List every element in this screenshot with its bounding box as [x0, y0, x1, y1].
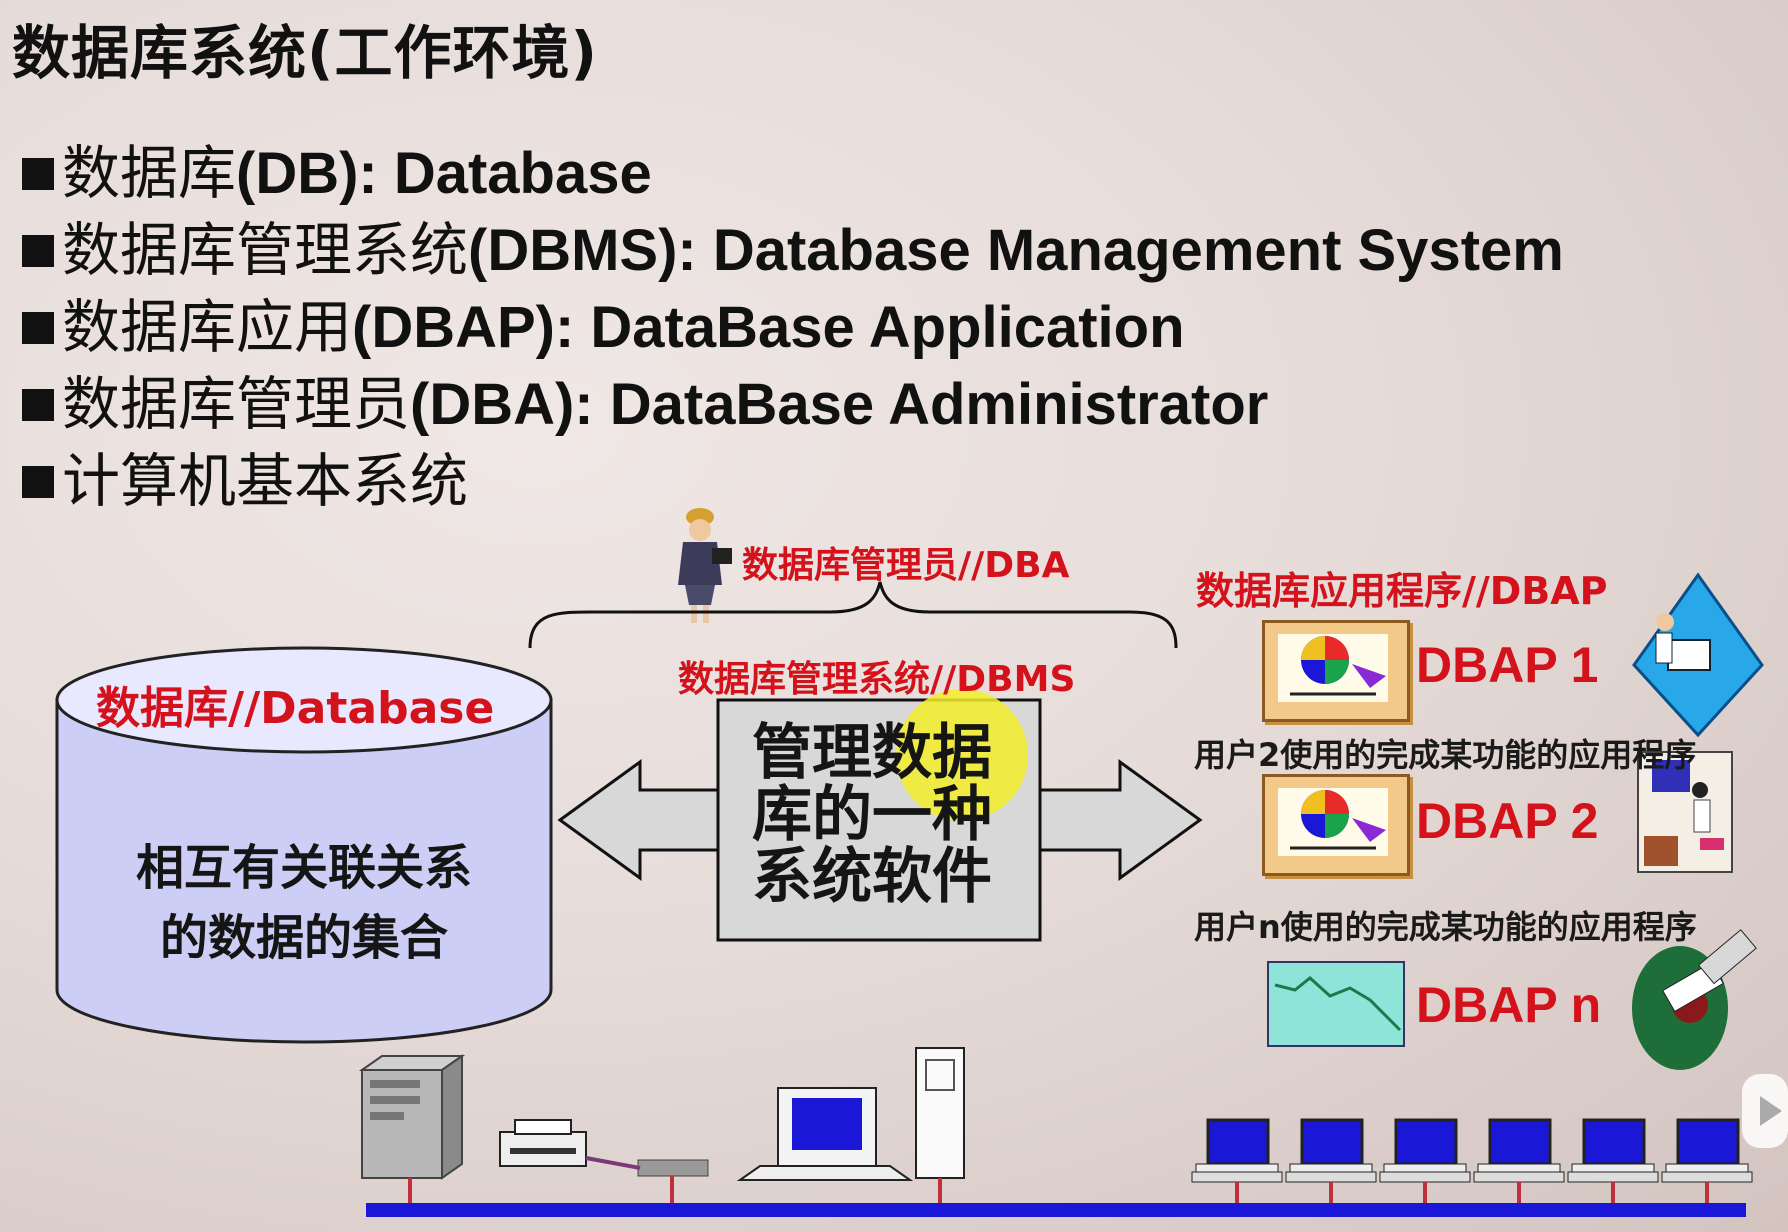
- user-workstation-icon: [1637, 751, 1733, 873]
- page-title: 数据库系统(工作环境): [12, 19, 599, 87]
- list-item: 数据库应用(DBAP): DataBase Application: [22, 289, 1564, 366]
- dbms-description: 管理数据 库的一种 系统软件: [752, 718, 992, 912]
- user-workstation-icon: [1632, 929, 1757, 1070]
- line-chart-icon: [1267, 961, 1405, 1047]
- list-item: 计算机基本系统: [22, 443, 1564, 520]
- dbap-2-frame: [1262, 774, 1410, 876]
- terminal-icon: [1661, 1118, 1753, 1183]
- list-item: 数据库管理员(DBA): DataBase Administrator: [22, 366, 1564, 443]
- dbap-1-frame: [1262, 620, 1410, 722]
- administrator-figure-icon: [678, 508, 732, 623]
- cursor-highlight: [896, 689, 1028, 821]
- square-bullet-icon: [22, 235, 54, 267]
- play-button-icon[interactable]: [1742, 1074, 1788, 1148]
- database-label: 数据库//Database: [96, 683, 495, 734]
- brace-shape: [528, 581, 1178, 649]
- user-2-caption: 用户2使用的完成某功能的应用程序: [1194, 736, 1697, 774]
- terminal-icon: [1473, 1118, 1565, 1183]
- square-bullet-icon: [22, 158, 54, 190]
- dbap-2-label: DBAP 2: [1416, 793, 1599, 849]
- square-bullet-icon: [22, 466, 54, 498]
- printer-icon: [499, 1119, 709, 1177]
- terminal-icon: [1285, 1118, 1377, 1183]
- dbap-header: 数据库应用程序//DBAP: [1196, 569, 1608, 613]
- user-workstation-icon: [1632, 572, 1764, 738]
- dbms-label: 数据库管理系统//DBMS: [678, 659, 1076, 700]
- user-n-caption: 用户n使用的完成某功能的应用程序: [1194, 908, 1697, 946]
- term-list: 数据库(DB): Database 数据库管理系统(DBMS): Databas…: [22, 135, 1564, 520]
- list-item: 数据库管理系统(DBMS): Database Management Syste…: [22, 212, 1564, 289]
- terminal-icon: [1567, 1118, 1659, 1183]
- terminal-icon: [1191, 1118, 1283, 1183]
- dba-label: 数据库管理员//DBA: [742, 545, 1070, 586]
- terminal-icon: [1379, 1118, 1471, 1183]
- desktop-computer-icon: [736, 1047, 965, 1181]
- database-description: 相互有关联关系 的数据的集合: [135, 840, 472, 966]
- network-bus-icon: [366, 1176, 1746, 1217]
- square-bullet-icon: [22, 312, 54, 344]
- square-bullet-icon: [22, 389, 54, 421]
- list-item: 数据库(DB): Database: [22, 135, 1564, 212]
- database-cylinder: [55, 646, 553, 1044]
- server-tower-icon: [358, 1054, 466, 1180]
- dbap-1-label: DBAP 1: [1416, 637, 1599, 693]
- dbap-n-label: DBAP n: [1416, 977, 1602, 1033]
